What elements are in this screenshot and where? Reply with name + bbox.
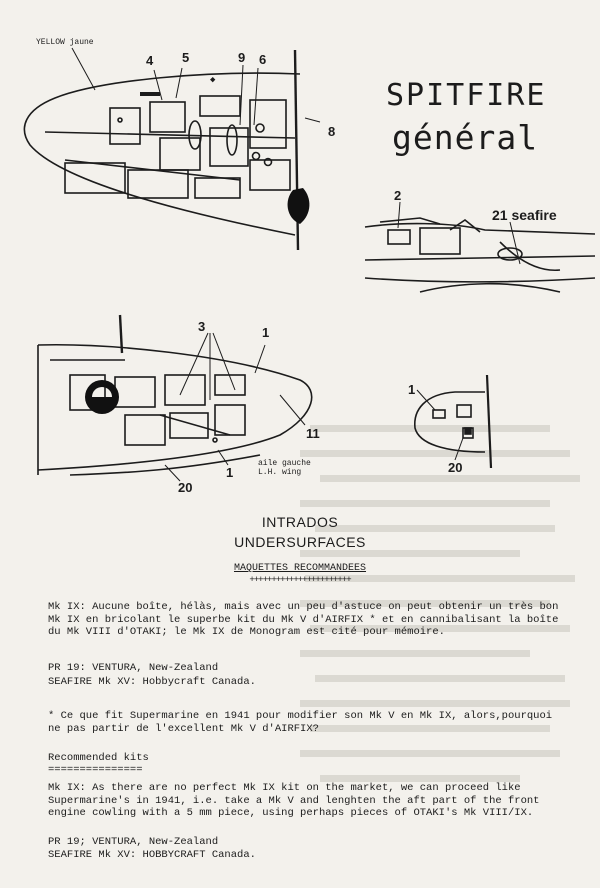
yellow-label: YELLOW jaune — [36, 38, 94, 47]
under-callout-11: 11 — [306, 426, 320, 441]
bleed-through-lines — [300, 425, 580, 782]
under-callout-20: 20 — [178, 480, 193, 495]
upper-wing-drawing: ◆ — [23, 47, 321, 251]
en-heading-rule: =============== — [48, 764, 143, 776]
fr-note: * Ce que fit Supermarine en 1941 pour mo… — [48, 710, 553, 735]
heading-undersurfaces: UNDERSURFACES — [234, 534, 366, 550]
wing-label-fr: aile gauche — [258, 459, 311, 468]
callout-9: 9 — [238, 50, 246, 65]
callout-5: 5 — [182, 50, 190, 65]
en-heading: Recommended kits — [48, 752, 149, 764]
callout-4: 4 — [146, 53, 154, 68]
en-seafire: SEAFIRE Mk XV: HOBBYCRAFT Canada. — [48, 849, 256, 861]
heading-intrados: INTRADOS — [261, 514, 339, 530]
svg-text:◆: ◆ — [210, 75, 216, 85]
seafire-label: 21 seafire — [492, 207, 557, 223]
callout-8: 8 — [328, 124, 336, 139]
fr-paragraph-mk9: Mk IX: Aucune boîte, hélàs, mais avec un… — [48, 601, 559, 638]
page-title: SPITFIRE — [386, 78, 547, 113]
en-paragraph-mk9: Mk IX: As there are no perfect Mk IX kit… — [48, 782, 540, 819]
seafire-callout-2: 2 — [394, 188, 402, 203]
under-callout-1b: 1 — [226, 465, 234, 480]
heading-rule: +++++++++++++++++++++++ — [249, 575, 351, 585]
under-callout-1a: 1 — [262, 325, 270, 340]
under-callout-3: 3 — [198, 319, 206, 334]
wingtip-drawing — [414, 374, 493, 469]
fr-pr19: PR 19: VENTURA, New-Zealand — [48, 662, 219, 674]
heading-maquettes: MAQUETTES RECOMMANDEES — [233, 563, 367, 574]
underwing-drawing — [37, 314, 313, 482]
tip-callout-20: 20 — [448, 460, 463, 475]
seafire-drawing — [364, 201, 595, 293]
tip-callout-1: 1 — [408, 382, 416, 397]
fr-seafire: SEAFIRE Mk XV: Hobbycraft Canada. — [48, 676, 256, 688]
en-pr19: PR 19; VENTURA, New-Zealand — [48, 836, 219, 848]
bleed-through-text — [300, 415, 600, 855]
callout-6: 6 — [259, 52, 267, 67]
wing-label-en: L.H. wing — [258, 468, 302, 477]
page-subtitle: général — [392, 118, 539, 157]
